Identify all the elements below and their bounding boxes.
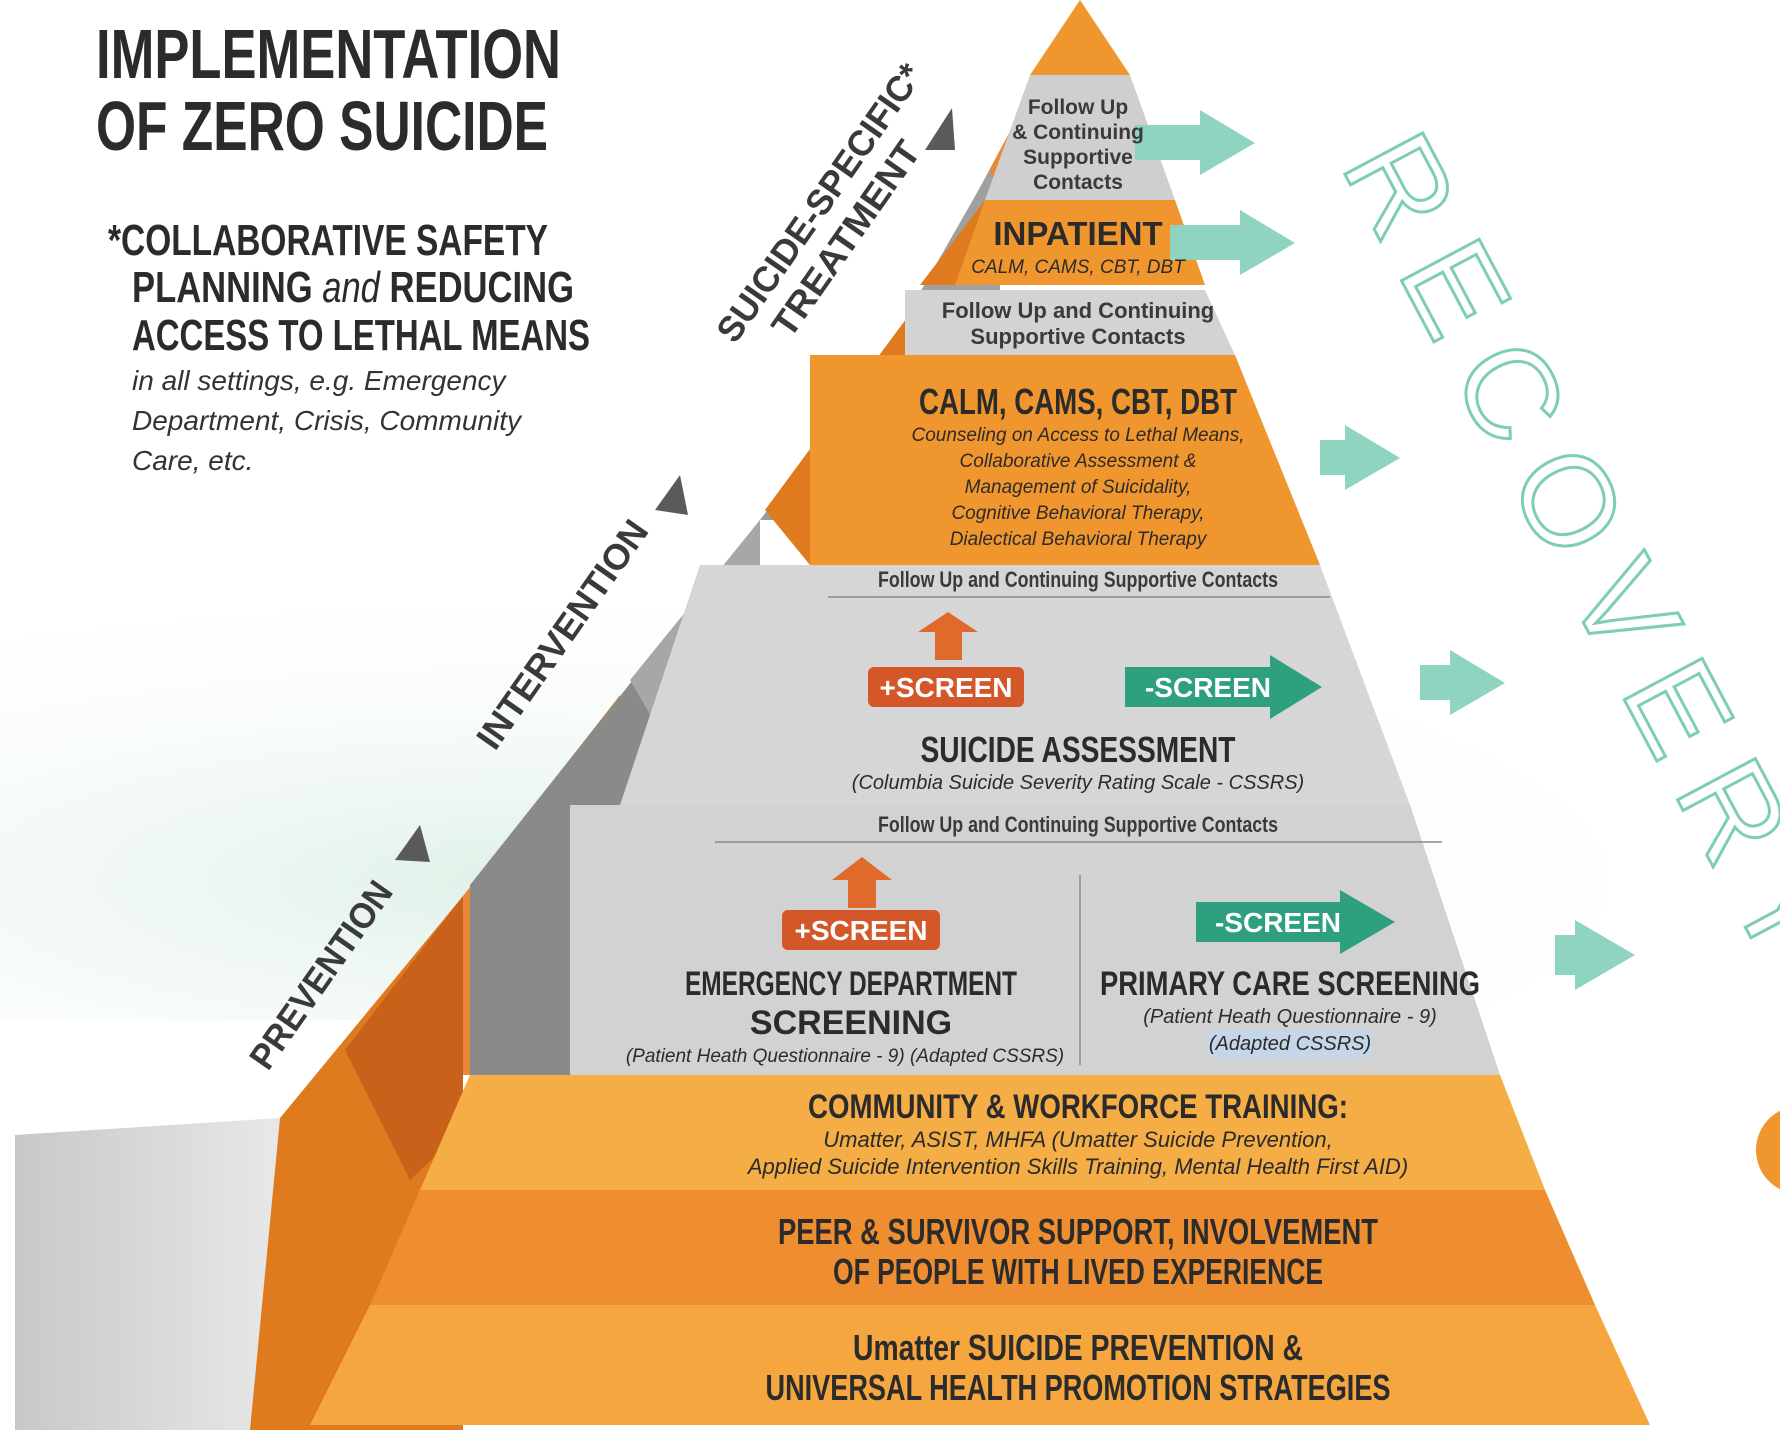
minus-screen-assessment-label: -SCREEN bbox=[1145, 672, 1271, 703]
top-followup-line-1: Follow Up bbox=[1028, 96, 1128, 119]
top-followup-line-3: Supportive bbox=[1023, 146, 1133, 169]
calm-sub-line-3: Management of Suicidality, bbox=[965, 477, 1192, 498]
recovery-arrow-4 bbox=[1420, 650, 1505, 715]
recovery-arrow-3 bbox=[1320, 425, 1400, 490]
recovery-arrow-1 bbox=[1135, 110, 1255, 175]
primary-sub-1: (Patient Heath Questionnaire - 9) bbox=[1143, 1006, 1437, 1028]
community-sub-1: Umatter, ASIST, MHFA (Umatter Suicide Pr… bbox=[823, 1127, 1332, 1152]
inpatient-sub: CALM, CAMS, CBT, DBT bbox=[971, 257, 1186, 278]
inpatient-title: INPATIENT bbox=[993, 215, 1162, 252]
intervention-arrow-icon bbox=[655, 475, 688, 515]
note-line-2-and: and bbox=[322, 263, 381, 312]
note-line-2-post: REDUCING bbox=[380, 263, 574, 312]
note-line-2: PLANNING and REDUCING bbox=[132, 263, 574, 312]
community-title: COMMUNITY & WORKFORCE TRAINING: bbox=[808, 1088, 1348, 1126]
tier-inpatient bbox=[955, 200, 1205, 285]
plus-screen-ed-badge bbox=[782, 910, 940, 950]
tier-apex bbox=[1030, 0, 1130, 75]
tier-inpatient-side bbox=[920, 200, 985, 285]
peer-line-1: PEER & SURVIVOR SUPPORT, INVOLVEMENT bbox=[778, 1211, 1378, 1252]
plus-screen-ed-up-arrow-icon bbox=[832, 857, 892, 908]
followup-4: Follow Up and Continuing Supportive Cont… bbox=[878, 812, 1278, 837]
plus-screen-assessment-label: +SCREEN bbox=[879, 672, 1012, 703]
recovery-arrow-2 bbox=[1170, 210, 1295, 275]
note-line-1: *COLLABORATIVE SAFETY bbox=[108, 216, 548, 265]
minus-screen-primary-badge bbox=[1196, 890, 1395, 954]
umatter-line-2: UNIVERSAL HEALTH PROMOTION STRATEGIES bbox=[766, 1367, 1391, 1408]
minus-screen-assessment-badge bbox=[1125, 655, 1322, 719]
plus-screen-up-arrow-icon bbox=[918, 612, 978, 660]
edge-logo-circle bbox=[1756, 1110, 1780, 1190]
top-followup-line-2: & Continuing bbox=[1012, 121, 1144, 144]
minus-screen-primary-label: -SCREEN bbox=[1215, 907, 1341, 938]
ed-title-line-2: SCREENING bbox=[750, 1004, 952, 1042]
assessment-title: SUICIDE ASSESSMENT bbox=[921, 729, 1236, 770]
tier-top-followup bbox=[985, 75, 1175, 200]
plus-screen-assessment-badge bbox=[868, 667, 1024, 707]
note-sub-2: Department, Crisis, Community bbox=[132, 405, 523, 436]
community-sub-2: Applied Suicide Intervention Skills Trai… bbox=[746, 1154, 1408, 1179]
recovery-arrows bbox=[1135, 110, 1635, 990]
ed-title-line-1: EMERGENCY DEPARTMENT bbox=[685, 965, 1017, 1003]
side-arrows bbox=[395, 108, 955, 862]
followup-3: Follow Up and Continuing Supportive Cont… bbox=[878, 567, 1278, 592]
calm-sub-text: Counseling on Access to Lethal Means, Co… bbox=[911, 425, 1244, 550]
top-followup-line-4: Contacts bbox=[1033, 171, 1123, 194]
calm-title: CALM, CAMS, CBT, DBT bbox=[919, 381, 1237, 422]
tier-umatter bbox=[310, 1305, 1650, 1425]
tier-screening bbox=[570, 805, 1500, 1075]
primary-title: PRIMARY CARE SCREENING bbox=[1100, 965, 1480, 1003]
calm-sub-line-2: Collaborative Assessment & bbox=[960, 451, 1197, 472]
title-line-1: IMPLEMENTATION bbox=[96, 15, 561, 93]
tier-followup-2 bbox=[905, 290, 1235, 355]
adapted-cssrs-highlight bbox=[1207, 1030, 1372, 1058]
calm-sub-line-5: Dialectical Behavioral Therapy bbox=[950, 529, 1208, 550]
note-line-3: ACCESS TO LETHAL MEANS bbox=[132, 311, 590, 360]
note-sub-1: in all settings, e.g. Emergency bbox=[132, 365, 508, 396]
plus-screen-ed-label: +SCREEN bbox=[794, 915, 927, 946]
followup-2-line-1: Follow Up and Continuing bbox=[942, 298, 1215, 323]
calm-sub-line-1: Counseling on Access to Lethal Means, bbox=[911, 425, 1244, 446]
recovery-arrow-5 bbox=[1555, 920, 1635, 990]
tier-calm bbox=[810, 355, 1320, 565]
followup-2-line-2: Supportive Contacts bbox=[970, 324, 1185, 349]
top-followup-text: Follow Up & Continuing Supportive Contac… bbox=[1012, 96, 1144, 194]
floor-shadow bbox=[15, 1118, 280, 1430]
note-sub-3: Care, etc. bbox=[132, 445, 253, 476]
note-line-2-pre: PLANNING bbox=[132, 263, 322, 312]
tier-peer bbox=[370, 1190, 1595, 1305]
treatment-arrow-icon bbox=[925, 108, 955, 150]
pyramid-left-face-stripe bbox=[345, 896, 463, 1180]
title-line-2: OF ZERO SUICIDE bbox=[96, 87, 548, 165]
calm-sub-line-4: Cognitive Behavioral Therapy, bbox=[951, 503, 1204, 524]
tier-community bbox=[420, 1075, 1545, 1190]
ed-sub: (Patient Heath Questionnaire - 9) (Adapt… bbox=[626, 1046, 1064, 1067]
primary-sub-2: (Adapted CSSRS) bbox=[1209, 1033, 1371, 1055]
umatter-line-1: Umatter SUICIDE PREVENTION & bbox=[853, 1327, 1303, 1368]
assessment-sub: (Columbia Suicide Severity Rating Scale … bbox=[852, 772, 1304, 794]
prevention-arrow-icon bbox=[395, 825, 430, 862]
peer-line-2: OF PEOPLE WITH LIVED EXPERIENCE bbox=[833, 1251, 1323, 1292]
